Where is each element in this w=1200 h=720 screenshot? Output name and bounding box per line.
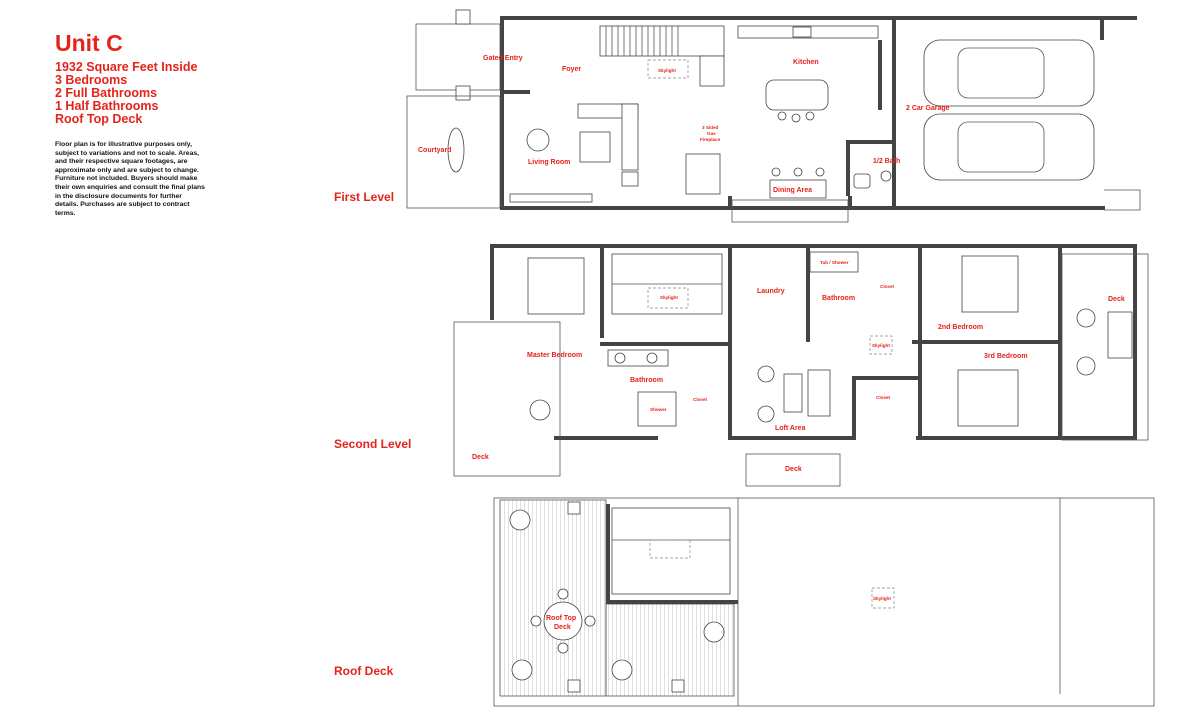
room-courtyard: Courtyard bbox=[418, 147, 451, 154]
room-bathroom-master: Bathroom bbox=[630, 377, 663, 384]
room-half-bath: 1/2 Bath bbox=[873, 158, 900, 165]
room-closet-b: Closet bbox=[876, 395, 891, 400]
level-label-second: Second Level bbox=[334, 437, 412, 451]
spec-half-bathrooms: 1 Half Bathrooms bbox=[55, 99, 159, 113]
first-level-stairs bbox=[599, 25, 725, 87]
second-skylight-hall: Skylight bbox=[872, 343, 890, 348]
fireplace-label-2: Gas bbox=[707, 131, 716, 136]
room-shower: Shower bbox=[650, 407, 667, 412]
room-living-room: Living Room bbox=[528, 159, 570, 166]
room-deck-bottom: Deck bbox=[785, 466, 802, 473]
room-deck-right: Deck bbox=[1108, 296, 1125, 303]
room-second-bedroom: 2nd Bedroom bbox=[938, 324, 983, 331]
second-level-plan: Skylight Laundry Tub / Shower Bathroom C… bbox=[453, 244, 1149, 487]
room-loft-area: Loft Area bbox=[775, 425, 806, 432]
room-closet-master: Closet bbox=[693, 397, 708, 402]
unit-specs: 1932 Square Feet Inside 3 Bedrooms 2 Ful… bbox=[55, 61, 197, 126]
room-master-bedroom: Master Bedroom bbox=[527, 352, 582, 359]
room-kitchen: Kitchen bbox=[793, 59, 819, 66]
room-deck-left: Deck bbox=[472, 454, 489, 461]
second-skylight-stairs: Skylight bbox=[660, 295, 678, 300]
first-skylight: Skylight bbox=[658, 68, 676, 73]
room-dining-area: Dining Area bbox=[773, 187, 812, 194]
level-label-first: First Level bbox=[334, 190, 395, 204]
roof-deck-plan: Roof Top Deck Skylight bbox=[493, 497, 1155, 707]
room-roof-top-deck-1: Roof Top bbox=[546, 615, 576, 622]
room-laundry: Laundry bbox=[757, 288, 785, 295]
room-third-bedroom: 3rd Bedroom bbox=[984, 353, 1028, 360]
room-bathroom-shared: Bathroom bbox=[822, 295, 855, 302]
unit-title: Unit C bbox=[55, 30, 123, 56]
fireplace-label-1: 3 Sided bbox=[702, 125, 719, 130]
room-garage: 2 Car Garage bbox=[906, 105, 950, 112]
room-tub-shower: Tub / Shower bbox=[820, 260, 849, 265]
spec-roof-deck: Roof Top Deck bbox=[55, 112, 143, 126]
fireplace-label-3: Fireplace bbox=[700, 137, 721, 142]
room-gated-entry: Gated Entry bbox=[483, 55, 523, 62]
disclaimer-text: Floor plan is for illustrative purposes … bbox=[55, 141, 205, 217]
spec-square-feet: 1932 Square Feet Inside bbox=[55, 60, 198, 74]
garage-cars bbox=[923, 39, 1095, 181]
roof-skylight: Skylight bbox=[873, 596, 891, 601]
room-roof-top-deck-2: Deck bbox=[554, 624, 571, 631]
level-label-roof: Roof Deck bbox=[334, 664, 394, 678]
first-level-plan: Gated Entry Foyer Skylight Kitchen 2 Car… bbox=[406, 9, 1141, 223]
room-closet-a: Closet bbox=[880, 284, 895, 289]
room-foyer: Foyer bbox=[562, 66, 581, 73]
spec-bedrooms: 3 Bedrooms bbox=[55, 73, 128, 87]
spec-full-bathrooms: 2 Full Bathrooms bbox=[55, 86, 158, 100]
